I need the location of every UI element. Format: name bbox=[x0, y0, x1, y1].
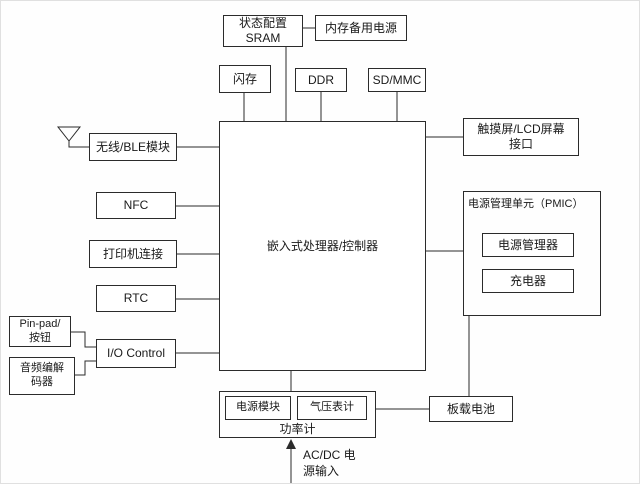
box-onboard-battery: 板载电池 bbox=[429, 396, 513, 422]
box-touchscreen-lcd-interface: 触摸屏/LCD屏幕 接口 bbox=[463, 118, 579, 156]
box-barometer: 气压表计 bbox=[297, 396, 367, 420]
wire-audio-io bbox=[75, 360, 96, 376]
antenna-icon bbox=[56, 126, 89, 148]
box-pmic-group bbox=[463, 191, 601, 316]
box-audio-codec: 音频编解 码器 bbox=[9, 357, 75, 395]
box-power-manager: 电源管理器 bbox=[482, 233, 574, 257]
box-embedded-processor: 嵌入式处理器/控制器 bbox=[219, 121, 426, 371]
box-wireless-ble: 无线/BLE模块 bbox=[89, 133, 177, 161]
box-status-config-sram: 状态配置 SRAM bbox=[223, 15, 303, 47]
box-power-module: 电源模块 bbox=[225, 396, 291, 420]
wire-pinpad-io bbox=[71, 331, 96, 348]
box-rtc: RTC bbox=[96, 285, 176, 312]
box-printer-connection: 打印机连接 bbox=[89, 240, 177, 268]
box-memory-backup-power: 内存备用电源 bbox=[315, 15, 407, 41]
box-nfc: NFC bbox=[96, 192, 176, 219]
box-pinpad-button: Pin-pad/ 按钮 bbox=[9, 316, 71, 347]
box-ddr: DDR bbox=[295, 68, 347, 92]
pmic-group-title: 电源管理单元（PMIC） bbox=[468, 198, 584, 210]
box-sd-mmc: SD/MMC bbox=[368, 68, 426, 92]
box-flash: 闪存 bbox=[219, 65, 271, 93]
box-power-meter-group bbox=[219, 391, 376, 438]
box-io-control: I/O Control bbox=[96, 339, 176, 368]
power-meter-group-title: 功率计 bbox=[279, 422, 316, 436]
box-charger: 充电器 bbox=[482, 269, 574, 293]
acdc-power-input-label: AC/DC 电 源输入 bbox=[303, 448, 356, 478]
arrow-up-icon bbox=[286, 439, 296, 449]
